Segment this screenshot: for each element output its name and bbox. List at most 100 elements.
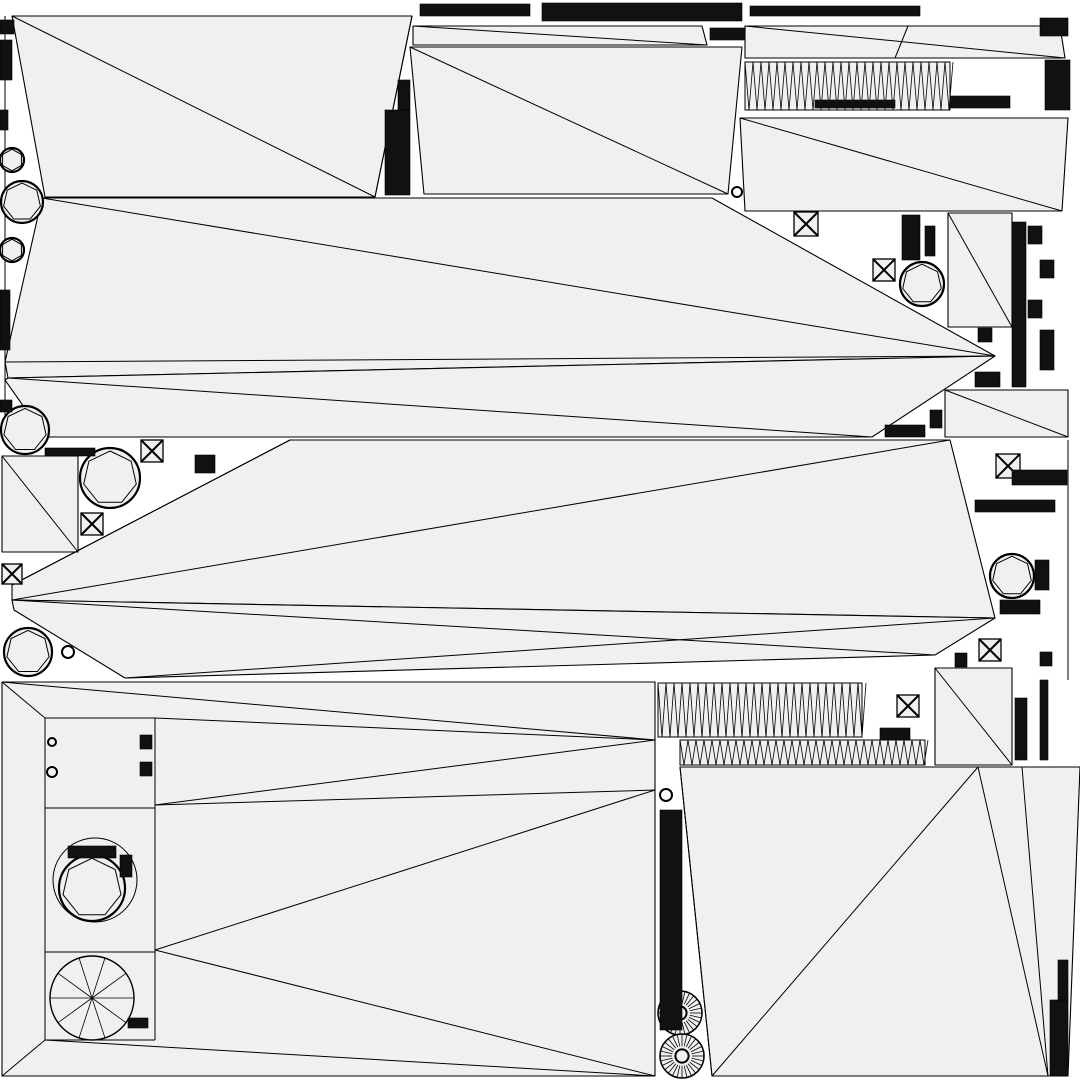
- gear-tooth: [672, 1036, 679, 1048]
- fan-blade: [57, 997, 93, 1024]
- edge: [374, 15, 413, 198]
- hatch-line: [800, 61, 806, 111]
- hatch-line: [812, 61, 818, 111]
- hatch-line: [855, 739, 861, 766]
- detail-block: [0, 289, 11, 351]
- hatch-line: [829, 682, 835, 738]
- hatch-line: [817, 682, 823, 738]
- detail-block: [999, 599, 1041, 615]
- hatch-line: [867, 739, 873, 766]
- hatch-line: [759, 739, 765, 766]
- hatch-line: [919, 739, 925, 766]
- hatch-line: [928, 61, 934, 111]
- hatch-line: [907, 739, 913, 766]
- hatch-line: [843, 739, 849, 766]
- hatch-line: [683, 739, 689, 766]
- detail-block: [1034, 559, 1050, 591]
- gear-tooth: [676, 1034, 681, 1047]
- detail-block: [194, 454, 216, 474]
- hatch-line: [657, 682, 663, 738]
- gear-tooth: [683, 1065, 688, 1078]
- edge: [1, 681, 46, 719]
- fan-blade-icon-x: [1, 563, 23, 585]
- gear-tooth: [683, 1034, 688, 1047]
- hatch-line: [815, 739, 821, 766]
- hatch-line: [895, 739, 901, 766]
- hatch-line: [713, 682, 719, 738]
- detail-block: [0, 19, 15, 35]
- gear-tooth: [690, 1046, 702, 1053]
- hatch-line: [781, 682, 787, 738]
- hatch-line: [771, 739, 777, 766]
- gear-tooth: [688, 1016, 700, 1023]
- hatch-line: [743, 739, 749, 766]
- detail-block: [749, 5, 921, 17]
- detail-block: [1011, 221, 1027, 388]
- fan-blade: [91, 997, 106, 1039]
- fan-blade-icon-x: [80, 512, 104, 536]
- gear-tooth: [685, 1036, 692, 1048]
- hatch-line: [900, 61, 906, 111]
- hatch-line: [847, 739, 853, 766]
- detail-block: [541, 2, 743, 22]
- hatch-line: [793, 682, 799, 738]
- hatch-line: [685, 682, 691, 738]
- gear-tooth: [687, 1018, 698, 1028]
- gear-tooth: [690, 1059, 702, 1066]
- hatch-line: [821, 682, 827, 738]
- circle-part-icon: [0, 236, 26, 264]
- hatch-line: [899, 739, 905, 766]
- hatch-line: [923, 739, 929, 766]
- hatch-line: [825, 682, 831, 738]
- detail-block: [0, 399, 13, 413]
- detail-block: [974, 499, 1056, 513]
- gear-tooth: [664, 1061, 675, 1071]
- hatch-line: [745, 682, 751, 738]
- hatch-line: [807, 739, 813, 766]
- hatch-line: [808, 61, 814, 111]
- detail-block: [974, 371, 1001, 388]
- fan-blade: [78, 997, 93, 1039]
- hatched-strip-icon: [657, 682, 929, 766]
- hatch-line: [785, 682, 791, 738]
- detail-block: [901, 214, 921, 261]
- detail-block: [119, 854, 133, 878]
- hatch-line: [699, 739, 705, 766]
- hatch-line: [789, 682, 795, 738]
- gear-tooth: [683, 993, 690, 1005]
- hatch-line: [744, 61, 750, 111]
- hatch-line: [849, 682, 855, 738]
- gear-tooth: [689, 1061, 700, 1071]
- hatch-line: [841, 682, 847, 738]
- fan-blade: [91, 972, 127, 999]
- detail-block: [929, 409, 943, 429]
- hatch-line: [679, 739, 685, 766]
- gear-tooth: [689, 1007, 702, 1012]
- edge: [934, 667, 1013, 766]
- circle-part-icon-inner: [3, 182, 41, 220]
- hatch-line: [835, 739, 841, 766]
- circle-part-icon-inner: [3, 407, 47, 450]
- hatch-line: [779, 739, 785, 766]
- mesh-faces: [1, 15, 1080, 1077]
- detail-block: [1027, 299, 1043, 319]
- hatch-line: [891, 739, 897, 766]
- edge: [11, 439, 951, 601]
- hatch-line: [695, 739, 701, 766]
- detail-block: [814, 99, 896, 109]
- edge: [739, 117, 1063, 212]
- edge: [124, 617, 996, 679]
- detail-block: [1039, 17, 1069, 37]
- hatch-line: [767, 739, 773, 766]
- hatch-line: [768, 61, 774, 111]
- detail-block: [884, 424, 926, 438]
- hatch-line: [709, 682, 715, 738]
- detail-block: [139, 761, 153, 777]
- detail-block: [0, 39, 13, 81]
- edge: [711, 766, 979, 1077]
- circle-part-icon-inner: [6, 629, 50, 672]
- hatch-line: [711, 739, 717, 766]
- hatch-line: [737, 682, 743, 738]
- edge: [412, 25, 708, 46]
